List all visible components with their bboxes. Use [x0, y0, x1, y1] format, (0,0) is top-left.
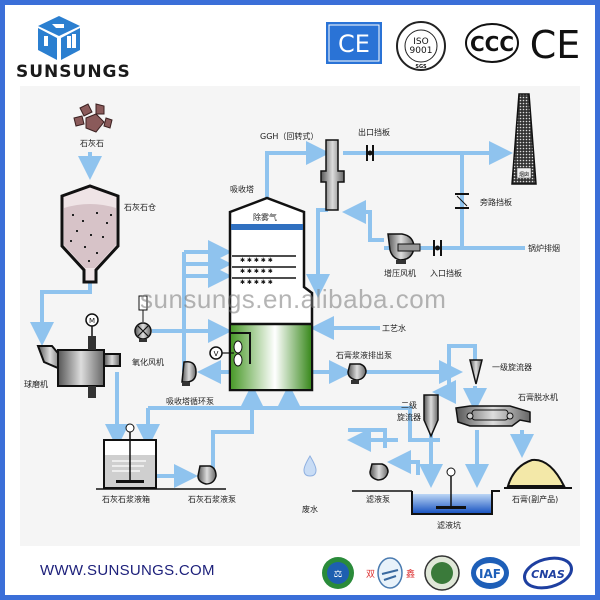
shuang-text: 双 [366, 569, 375, 580]
svg-text:✱ ✱ ✱ ✱ ✱: ✱ ✱ ✱ ✱ ✱ [240, 257, 273, 264]
label-waste-water: 废水 [302, 504, 318, 514]
svg-text:✱ ✱ ✱ ✱ ✱: ✱ ✱ ✱ ✱ ✱ [240, 268, 273, 275]
website-link[interactable]: WWW.SUNSUNGS.COM [40, 562, 215, 579]
filtrate-pit-icon [411, 467, 500, 515]
sgs-text: SGS [415, 64, 427, 70]
pipe-ggh-absorber [306, 208, 330, 298]
cnas-text: CNAS [531, 568, 565, 581]
svg-text:✱ ✱ ✱ ✱ ✱: ✱ ✱ ✱ ✱ ✱ [240, 279, 273, 286]
label-absorber: 吸收塔 [230, 184, 254, 194]
pipe-booster-ggh [342, 200, 384, 242]
label-limestone-slurry-tank: 石灰石浆液箱 [102, 494, 150, 504]
label-ball-mill: 球磨机 [24, 379, 48, 389]
ball-mill-icon: M [36, 313, 121, 398]
label-chimney: 烟囱 [519, 171, 529, 178]
shuangxin-badge-icon [377, 557, 403, 589]
waste-water-drop-icon [303, 455, 317, 477]
pipe-silo-mill [30, 282, 92, 346]
label-booster-fan: 增压风机 [384, 268, 416, 278]
ccc-badge-icon: CCC [465, 23, 519, 63]
secondary-cyclone-icon [423, 394, 439, 438]
label-oxidation-fan: 氧化风机 [132, 357, 164, 367]
iso9001-badge-icon: ISO 9001 SGS [396, 21, 446, 71]
limestone-rocks-icon [73, 103, 113, 133]
label-filtrate-pump: 滤液泵 [366, 494, 390, 504]
label-boiler-flue-gas: 锅炉排烟 [528, 243, 560, 253]
ccc-text: CCC [470, 32, 514, 56]
footer-badges: ⚖ 双 鑫 IAF CNAS [322, 555, 573, 591]
ce-boxed-badge-icon: CE [326, 22, 382, 64]
label-gypsum-discharge-pump: 石膏浆液排出泵 [336, 350, 392, 360]
label-demister: 除雾气 [253, 212, 277, 222]
limestone-slurry-pump-icon [197, 465, 217, 485]
ggh-heat-exchanger-icon [320, 139, 345, 211]
ce-boxed-text: CE [338, 30, 370, 58]
limestone-silo-icon [60, 184, 120, 284]
label-gypsum-dewatering: 石膏脱水机 [518, 392, 558, 402]
svg-text:⚖: ⚖ [334, 569, 343, 580]
watermark-text: sunsungs.en.alibaba.com [140, 284, 447, 314]
oxidation-fan-icon [134, 295, 152, 342]
label-limestone-slurry-pump: 石灰石浆液泵 [188, 494, 236, 504]
primary-cyclone-icon [469, 359, 483, 385]
ce-mark-text: CE [530, 23, 580, 64]
outlet-damper-icon [366, 145, 374, 161]
label-gypsum-byproduct: 石膏(副产品) [512, 494, 558, 504]
filtrate-pump-icon [352, 463, 412, 492]
agitator-motor-label: V [214, 350, 219, 358]
booster-fan-icon [387, 233, 421, 264]
iso-text: ISO [413, 37, 428, 47]
label-filtrate-pit: 滤液坑 [437, 520, 461, 530]
cnas-badge-icon: CNAS [523, 556, 573, 590]
ce-mark-icon: CE [530, 23, 580, 64]
iaf-text: IAF [479, 567, 501, 581]
absorber-tower-icon: ✱ ✱ ✱ ✱ ✱ ✱ ✱ ✱ ✱ ✱ ✱ ✱ ✱ ✱ ✱ V [209, 196, 314, 392]
iaf-badge-icon: IAF [471, 557, 509, 589]
xin-text: 鑫 [406, 568, 415, 580]
label-absorber-circulation-pump: 吸收塔循环泵 [166, 396, 214, 406]
label-limestone: 石灰石 [80, 138, 104, 148]
gypsum-dewatering-machine-icon [455, 405, 531, 427]
label-bypass-damper: 旁路挡板 [480, 197, 512, 207]
scales-badge-icon: ⚖ [322, 557, 354, 589]
label-secondary-cyclone-1: 二级 [401, 400, 417, 410]
label-process-water: 工艺水 [382, 323, 406, 333]
label-outlet-damper: 出口挡板 [358, 127, 390, 137]
sunsungs-logo-icon [38, 16, 80, 60]
inlet-damper-icon [433, 240, 442, 256]
gypsum-pile-icon [504, 458, 572, 489]
label-limestone-silo: 石灰石仓 [124, 202, 156, 212]
iso-number-text: 9001 [410, 46, 433, 56]
gypsum-discharge-pump-icon [347, 363, 367, 384]
pipe-absorber-ggh [265, 141, 330, 198]
bypass-damper-icon [455, 193, 469, 209]
label-ggh: GGH（回转式） [260, 131, 318, 141]
limestone-slurry-tank-icon [96, 423, 226, 490]
chimney-icon [511, 93, 537, 185]
mill-motor-label: M [89, 317, 95, 325]
label-secondary-cyclone-2: 旋流器 [397, 412, 421, 422]
green-certification-badge-icon [424, 555, 460, 591]
absorber-circulation-pump-icon [181, 360, 197, 386]
label-inlet-damper: 入口挡板 [430, 268, 462, 278]
brand-name: SUNSUNGS [16, 62, 131, 82]
label-primary-cyclone: 一级旋流器 [492, 362, 532, 372]
